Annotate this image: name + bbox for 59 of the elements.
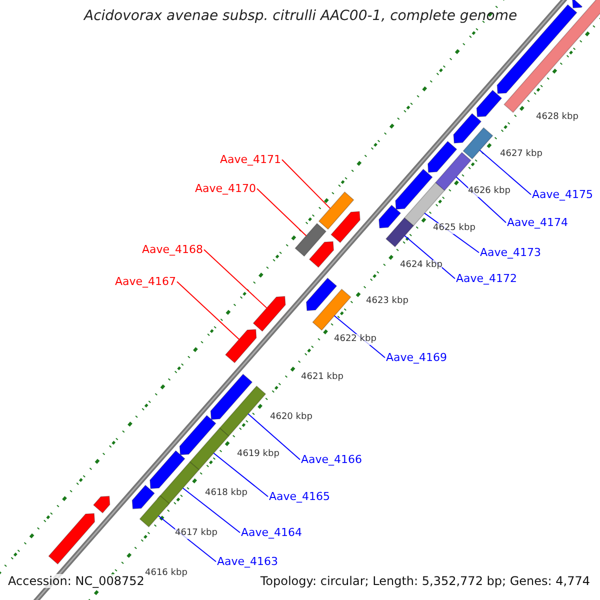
gene-feature xyxy=(308,241,334,268)
scale-label: 4625 kbp xyxy=(433,223,476,234)
gene-feature xyxy=(318,191,354,230)
scale-label: 4621 kbp xyxy=(301,372,344,383)
gene-feature xyxy=(219,386,266,437)
accession-text: Accession: NC_008752 xyxy=(8,574,144,588)
scale-label: 4620 kbp xyxy=(270,412,312,423)
scale-label: 4626 kbp xyxy=(468,186,510,197)
scale-label: 4622 kbp xyxy=(334,334,376,345)
leader-line xyxy=(182,488,240,534)
gene-feature xyxy=(210,374,253,420)
gene-feature xyxy=(179,414,216,456)
leader-line xyxy=(213,452,268,498)
gene-feature xyxy=(150,450,186,490)
scale-label: 4619 kbp xyxy=(237,449,280,460)
scale-label: 4618 kbp xyxy=(205,488,248,499)
gene-label: Aave_4165 xyxy=(269,490,330,504)
gene-feature xyxy=(92,496,110,514)
gene-feature xyxy=(132,484,155,510)
gene-feature xyxy=(224,329,257,364)
gene-feature xyxy=(252,296,286,332)
scale-label: 4624 kbp xyxy=(400,260,442,271)
gene-feature xyxy=(453,113,482,144)
gene-feature xyxy=(189,428,230,470)
scale-label: 4628 kbp xyxy=(536,112,578,123)
gene-label: Aave_4172 xyxy=(456,272,518,286)
gene-label: Aave_4169 xyxy=(386,351,448,364)
genome-info-text: Topology: circular; Length: 5,352,772 bp; Genes: 4,774 xyxy=(260,574,590,588)
gene-feature xyxy=(572,0,583,8)
gene-feature xyxy=(312,288,352,331)
gene-feature xyxy=(462,127,494,160)
scale-label: 4627 kbp xyxy=(500,149,542,160)
gene-label: Aave_4166 xyxy=(301,453,362,466)
gene-feature xyxy=(378,204,402,228)
leader-line xyxy=(282,159,331,209)
gene-label: Aave_4170 xyxy=(194,182,256,196)
gene-label: Aave_4167 xyxy=(114,275,176,288)
title: Acidovorax avenae subsp. citrulli AAC00-1, complete genome xyxy=(84,8,518,25)
gene-feature xyxy=(395,168,433,210)
gene-label: Aave_4171 xyxy=(220,153,281,166)
gene-label: Aave_4175 xyxy=(532,188,594,202)
gene-feature xyxy=(48,513,95,565)
gene-feature xyxy=(294,222,327,257)
gene-feature xyxy=(385,217,414,248)
gene-label: Aave_4174 xyxy=(507,216,568,230)
gene-label: Aave_4164 xyxy=(241,526,302,540)
leader-line xyxy=(248,413,300,460)
gene-label: Aave_4173 xyxy=(480,246,542,260)
gene-feature xyxy=(139,495,170,528)
gene-feature xyxy=(428,140,458,173)
gene-label: Aave_4163 xyxy=(217,555,278,568)
scale-label: 4623 kbp xyxy=(366,296,408,307)
leader-line xyxy=(204,249,268,308)
gene-feature xyxy=(306,278,338,312)
gene-label: Aave_4168 xyxy=(142,243,203,256)
scale-label: 4616 kbp xyxy=(145,568,188,579)
leader-line xyxy=(176,281,240,340)
gene-feature xyxy=(330,211,360,244)
scale-label: 4617 kbp xyxy=(175,528,218,539)
